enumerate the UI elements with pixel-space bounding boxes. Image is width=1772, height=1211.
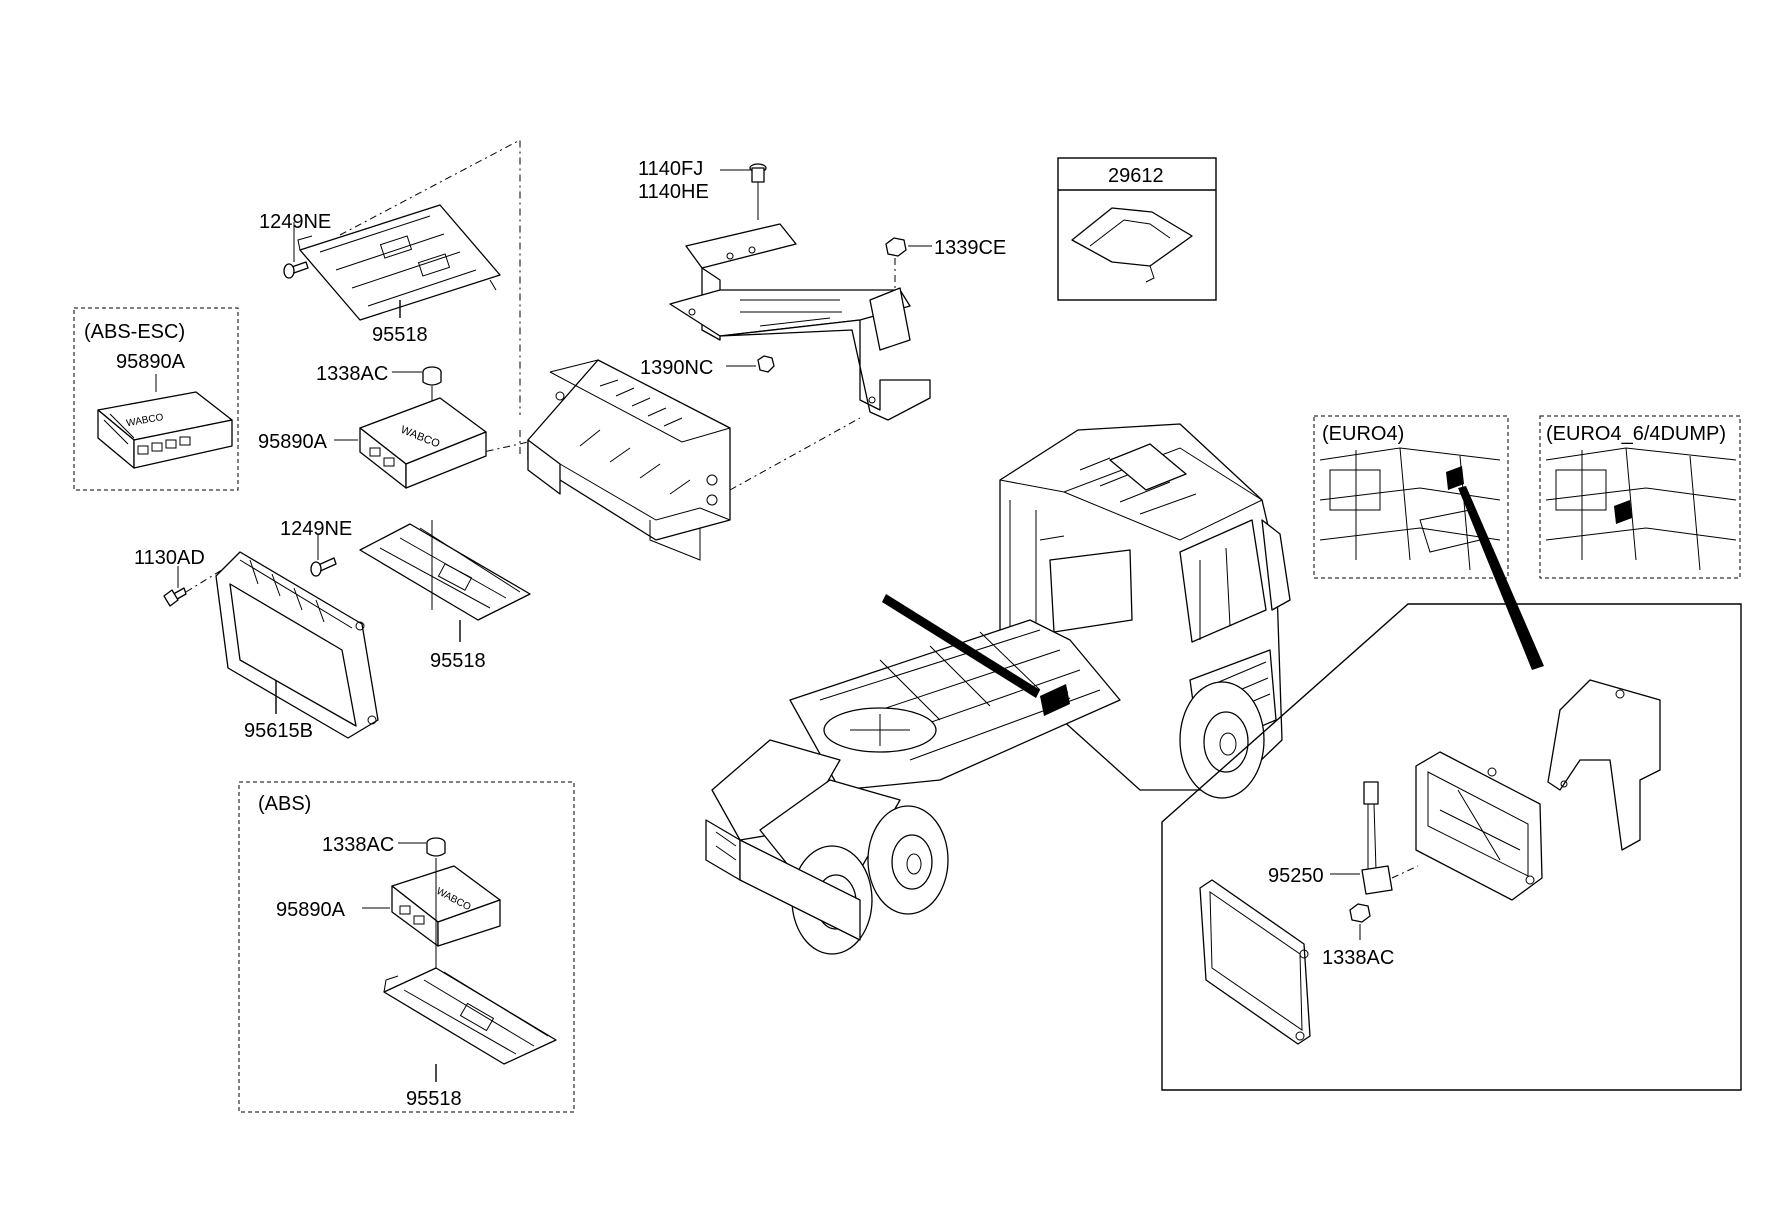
nut-1338ac-abs [426, 837, 446, 857]
detail-nut-1338ac [1349, 903, 1371, 923]
abs-group-box [238, 781, 575, 1113]
euro4-dump-title: (EURO4_6/4DUMP) [1546, 423, 1726, 445]
abs-esc-title: (ABS-ESC) [84, 321, 185, 343]
label-95890a-esc: 95890A [116, 351, 186, 373]
mounting-plate-95518-mid [359, 520, 531, 621]
detail-bracket-95250 [1547, 679, 1661, 851]
bolt-1249ne-top [283, 261, 309, 279]
support-bracket [669, 223, 931, 421]
label-1390nc: 1390NC [640, 357, 713, 379]
part-29612-cover [1071, 207, 1193, 283]
label-95615b: 95615B [244, 720, 313, 742]
label-1249ne-mid: 1249NE [280, 518, 352, 540]
modulator-95890a-abs: WABCO [391, 865, 501, 947]
label-1140he: 1140HE [638, 181, 709, 203]
bolt-1130ad [163, 587, 187, 607]
pointer-arrow-euro4 [1458, 486, 1544, 670]
mounting-plate-95518-abs [383, 967, 557, 1065]
label-1338ac-abs: 1338AC [322, 834, 394, 856]
bolt-1249ne-mid [310, 557, 337, 577]
label-1130ad: 1130AD [134, 547, 205, 569]
pointer-arrow-left [882, 594, 1040, 698]
bolt-1140fj [749, 163, 767, 220]
label-95250: 95250 [1268, 865, 1324, 887]
part-29612-box [1057, 157, 1217, 301]
mounting-plate-95518-top [297, 204, 501, 321]
modulator-95890a-mid: WABCO [359, 397, 487, 489]
nut-1338ac-mid [422, 366, 442, 386]
euro4-inset-drawing [1319, 447, 1501, 571]
label-95518-top: 95518 [372, 324, 428, 346]
label-1338ac-detail: 1338AC [1322, 947, 1394, 969]
euro4-inset-box [1313, 415, 1509, 579]
abs-title: (ABS) [258, 793, 311, 815]
abs-mounting-box [527, 359, 731, 561]
abs-esc-group-box [73, 307, 239, 491]
detail-panel-border [1161, 603, 1742, 1091]
label-1249ne-top: 1249NE [259, 211, 331, 233]
euro4-dump-inset-box [1539, 415, 1741, 579]
detail-connector-95250 [1361, 781, 1393, 895]
nut-1339ce [885, 237, 907, 257]
ecu-95615b [215, 551, 379, 739]
nut-1390nc [757, 355, 775, 373]
label-95890a-abs: 95890A [276, 899, 346, 921]
label-29612: 29612 [1108, 165, 1164, 187]
abs-esc-modulator-95890a: WABCO [97, 391, 233, 469]
euro4-title: (EURO4) [1322, 423, 1404, 445]
label-95518-abs: 95518 [406, 1088, 462, 1110]
label-1339ce: 1339CE [934, 237, 1006, 259]
alignment-line-top [339, 139, 521, 415]
label-1140fj: 1140FJ [638, 158, 703, 180]
label-95518-mid: 95518 [430, 650, 486, 672]
detail-housing [1415, 751, 1543, 901]
truck-illustration [705, 423, 1291, 955]
euro4-dump-inset-drawing [1545, 447, 1737, 571]
label-1338ac-mid: 1338AC [316, 363, 388, 385]
label-95890a-mid: 95890A [258, 431, 328, 453]
detail-ecu-cover [1199, 879, 1311, 1045]
